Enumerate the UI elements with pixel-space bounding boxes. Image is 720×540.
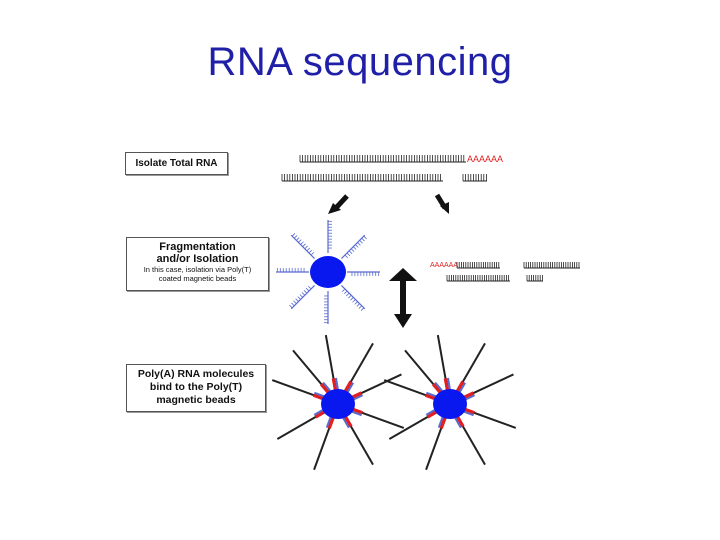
slide-title: RNA sequencing: [207, 40, 513, 84]
arrow-down-right-icon: [434, 193, 449, 214]
step-polya-line3: magnetic beads: [156, 394, 236, 406]
polya-tail-fragment: AAAAAA: [430, 262, 458, 269]
step-fragmentation-line3: In this case, isolation via Poly(T): [143, 265, 252, 274]
polya-tail-top: AAAAAA: [467, 154, 503, 164]
bound-bead-right: [383, 334, 517, 471]
arrow-down-left-icon: [328, 194, 349, 214]
step-fragmentation: Fragmentation and/or Isolation In this c…: [126, 237, 269, 291]
step-fragmentation-line2: and/or Isolation: [156, 253, 239, 265]
rna-strand-partial: [281, 174, 443, 182]
rna-strand-full: [299, 155, 466, 163]
step-polya-line2: bind to the Poly(T): [149, 381, 243, 393]
polyT-bead-single: [276, 220, 380, 324]
step-fragmentation-line4: coated magnetic beads: [158, 274, 237, 283]
step-isolate-label: Isolate Total RNA: [135, 158, 218, 169]
rna-strand-short: [462, 174, 487, 182]
step-isolate-total-rna: Isolate Total RNA: [125, 152, 228, 175]
double-arrow-icon: [389, 268, 417, 328]
step-polya-line1: Poly(A) RNA molecules: [137, 368, 255, 380]
bound-bead-left: [271, 334, 405, 471]
step-fragmentation-line1: Fragmentation: [159, 241, 236, 253]
step-polya-binding: Poly(A) RNA molecules bind to the Poly(T…: [126, 364, 266, 412]
rna-fragments: [446, 262, 580, 282]
